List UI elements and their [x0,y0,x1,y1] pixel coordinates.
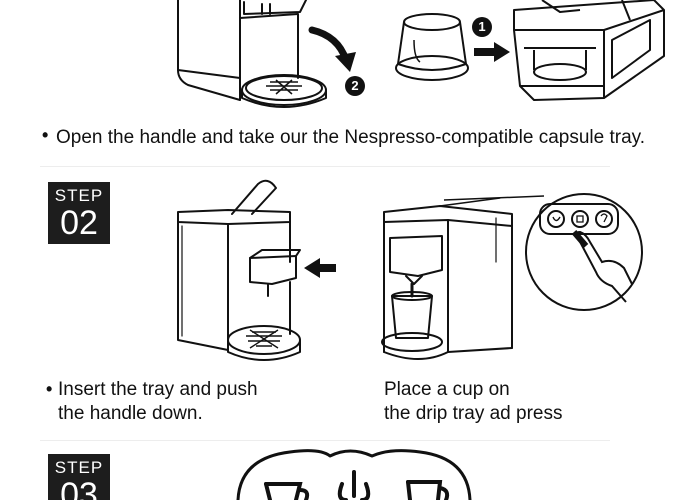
step2-left-caption-line2: the handle down. [58,403,203,424]
step2-badge-label: STEP [54,186,104,205]
step3-badge: STEP 03 [48,454,110,500]
divider [40,166,610,167]
step1-caption-bullet: • [42,125,49,145]
step2-badge: STEP 02 [48,182,110,244]
step2-left-bullet: • [46,379,53,399]
step2-left-caption-line1: Insert the tray and push [58,379,258,400]
step2-right-caption-line2: the drip tray ad press [384,403,563,424]
step1-caption: Open the handle and take our the Nespres… [56,127,645,148]
marker-2: 2 [345,76,365,96]
step3-badge-label: STEP [54,458,104,477]
step3-badge-number: 03 [60,476,98,500]
marker-1: 1 [472,17,492,37]
step2-badge-number: 02 [60,204,98,242]
step2-right-caption-line1: Place a cup on [384,379,510,400]
divider [40,440,610,441]
